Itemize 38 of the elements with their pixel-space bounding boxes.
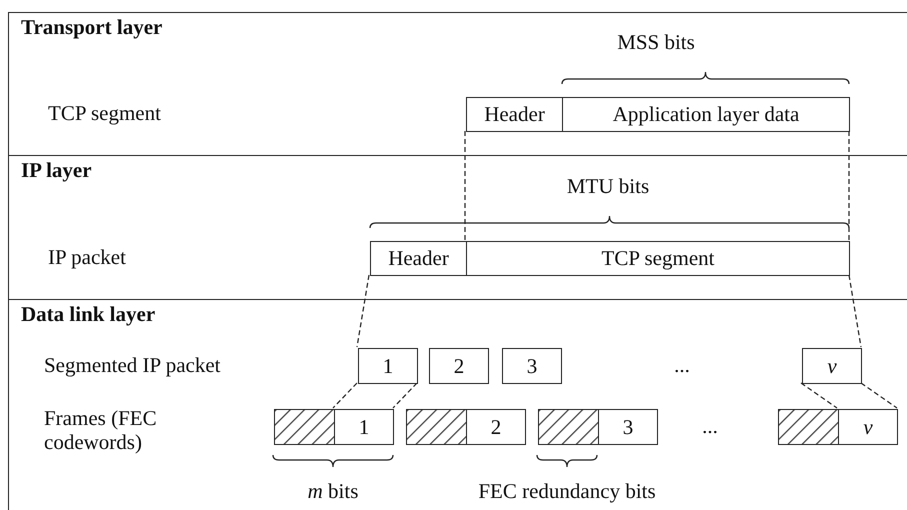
packet-field: v (838, 409, 898, 445)
size-label: MTU bits (566, 174, 650, 198)
ellipsis: ... (702, 414, 718, 438)
dashed-connector (356, 274, 370, 348)
packet-field: v (802, 348, 862, 384)
hatched-box (538, 409, 599, 445)
row-label: IP packet (48, 245, 126, 269)
packet-field: TCP segment (466, 241, 850, 276)
layer-heading: Transport layer (21, 15, 162, 40)
row-label: Frames (FEC codewords) (44, 406, 158, 454)
row-label: Segmented IP packet (44, 353, 221, 377)
dashed-connector (464, 131, 466, 240)
dashed-connector (332, 382, 418, 409)
layer-heading: IP layer (21, 158, 92, 183)
packet-field: 1 (334, 409, 394, 445)
layer-band (8, 155, 907, 299)
packet-field: 3 (502, 348, 562, 384)
layer-band (8, 299, 907, 510)
dashed-connector (848, 131, 850, 240)
size-label: FEC redundancy bits (478, 479, 656, 503)
layer-heading: Data link layer (21, 302, 156, 327)
packet-field: 2 (429, 348, 489, 384)
hatched-box (778, 409, 839, 445)
size-label: MSS bits (617, 30, 695, 54)
dashed-connector (800, 382, 898, 409)
packet-field: Application layer data (562, 97, 850, 132)
hatched-box (274, 409, 335, 445)
hatched-box (406, 409, 467, 445)
layer-band (8, 12, 907, 155)
packet-field: 1 (358, 348, 418, 384)
row-label: TCP segment (48, 101, 161, 125)
size-label: m bits (308, 479, 358, 503)
packet-field: 3 (598, 409, 658, 445)
packet-field: Header (466, 97, 563, 132)
packet-field: 2 (466, 409, 526, 445)
ellipsis: ... (674, 353, 690, 377)
packet-field: Header (370, 241, 467, 276)
dashed-connector (848, 274, 862, 348)
